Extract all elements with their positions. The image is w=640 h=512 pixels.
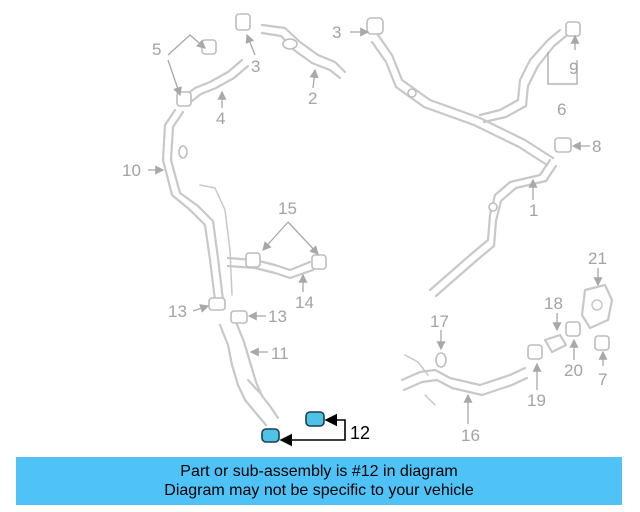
pipe-part-16 xyxy=(400,354,529,406)
callout-19: 19 xyxy=(527,391,546,410)
hose-part-4 xyxy=(180,58,250,106)
callout-8: 8 xyxy=(592,137,601,156)
parts-diagram: 1 2 3 3 4 5 6 7 8 9 10 11 12 13 13 14 15… xyxy=(122,13,614,447)
callout-6: 6 xyxy=(557,100,566,119)
callout-10: 10 xyxy=(122,161,141,180)
callout-labels: 1 2 3 3 4 5 6 7 8 9 10 11 12 13 13 14 15… xyxy=(122,23,607,445)
banner-line-part: Part or sub-assembly is #12 in diagram xyxy=(180,463,458,480)
clamp-part-13b xyxy=(230,310,248,324)
oring-part-17 xyxy=(435,352,447,368)
callout-12: 12 xyxy=(350,423,370,443)
hose-part-14 xyxy=(226,256,315,280)
clamp-part-20 xyxy=(565,321,581,337)
callout-9: 9 xyxy=(569,59,578,78)
clamp-part-12b[interactable] xyxy=(261,428,280,443)
callout-1: 1 xyxy=(529,201,538,220)
clamp-part-13a xyxy=(208,297,226,311)
callout-21: 21 xyxy=(588,249,607,268)
callout-7: 7 xyxy=(598,370,607,389)
clamp-part-19 xyxy=(527,344,543,360)
callout-15: 15 xyxy=(278,199,297,218)
clamp-part-12a[interactable] xyxy=(305,411,325,427)
banner-line-disclaimer: Diagram may not be specific to your vehi… xyxy=(164,482,474,499)
callout-4: 4 xyxy=(216,109,225,128)
callout-2: 2 xyxy=(308,89,317,108)
clamp-part-3a xyxy=(235,13,251,31)
clamp-part-8 xyxy=(554,137,572,153)
callout-13b: 13 xyxy=(268,307,287,326)
clamp-part-7 xyxy=(594,335,610,351)
hose-part-11 xyxy=(218,320,280,427)
pipe-part-10 xyxy=(161,108,233,302)
callout-5: 5 xyxy=(152,40,161,59)
callout-11: 11 xyxy=(271,344,289,363)
clamp-part-3b xyxy=(366,17,384,35)
callout-13a: 13 xyxy=(168,302,187,321)
pipe-part-1 xyxy=(370,33,558,298)
housing-part-21 xyxy=(580,283,614,330)
clamp-part-15a xyxy=(245,252,261,268)
info-banner: Part or sub-assembly is #12 in diagram D… xyxy=(16,457,622,505)
clamp-part-15b xyxy=(311,254,327,270)
hose-part-6 xyxy=(478,21,581,124)
callout-3a: 3 xyxy=(332,23,341,42)
callout-16: 16 xyxy=(461,426,480,445)
callout-20: 20 xyxy=(564,361,583,380)
callout-18: 18 xyxy=(544,294,563,313)
callout-14: 14 xyxy=(295,293,314,312)
leader-lines xyxy=(148,27,608,447)
hose-part-2 xyxy=(260,23,347,80)
hose-part-18 xyxy=(543,333,568,354)
callout-3b: 3 xyxy=(251,57,260,76)
callout-17: 17 xyxy=(430,312,449,331)
